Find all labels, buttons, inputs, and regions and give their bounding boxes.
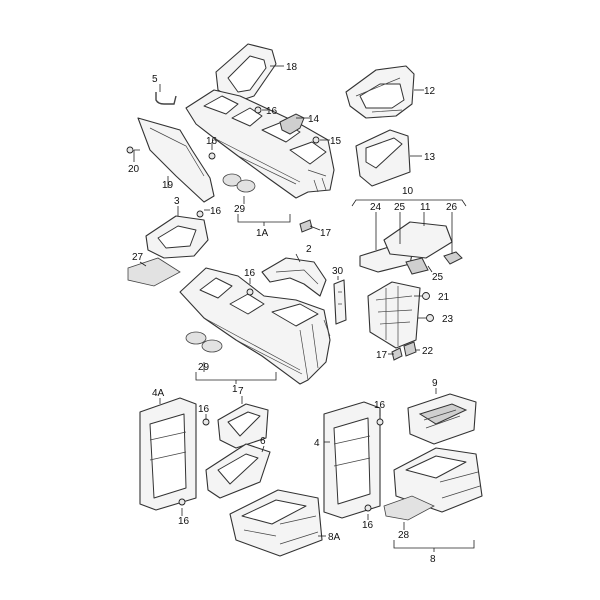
part-28-mat [383,495,435,521]
part-23-screw [418,314,434,322]
callout-labels: 18 5 16 14 16 15 20 19 29 1A 17 12 13 10… [128,62,458,565]
part-6-bin [205,443,271,499]
callout-16: 16 [244,268,256,279]
callout-3: 3 [174,196,180,207]
armrest-support-frame [367,281,421,349]
part-26-pad [443,251,463,265]
part-5-clip [155,92,177,105]
part-19-side-panel [137,117,215,203]
callout-20: 20 [128,164,140,175]
callout-5: 5 [152,74,158,85]
callout-16: 16 [374,400,386,411]
leader-lines [133,65,475,552]
callout-2: 2 [306,244,312,255]
callout-16: 16 [210,206,222,217]
part-12-storage-unit [345,65,415,119]
callout-16: 16 [206,136,218,147]
callout-11: 11 [420,202,431,213]
part-29a-cup-mat [222,173,256,193]
part-10-bracket-line [351,199,467,207]
part-8-drawer [393,447,483,513]
callout-29: 29 [198,362,210,373]
part-13-tray [355,129,411,187]
callout-8: 8 [430,554,436,565]
callout-22: 22 [422,346,434,357]
callout-10: 10 [402,186,414,197]
callout-16: 16 [198,404,210,415]
part-17a-clip [299,219,313,233]
part-1a-center-console-front [185,89,335,199]
part-17b-clip [391,347,403,361]
callout-19: 19 [162,180,174,191]
callout-21: 21 [438,292,450,303]
callout-25: 25 [394,202,406,213]
callout-27: 27 [132,252,144,263]
part-22-clip [403,341,417,357]
part-9-air-vent [407,393,477,445]
screw-16-icons [126,106,384,512]
callout-29: 29 [234,204,246,215]
callout-7: 7 [238,386,244,397]
callout-23: 23 [442,314,454,325]
callout-25: 25 [432,272,444,283]
callout-24: 24 [370,202,382,213]
callout-30: 30 [332,266,344,277]
part-1-center-console [179,267,331,385]
part-2-cover [261,257,327,297]
callout-17: 17 [376,350,388,361]
part-30-bracket [333,279,347,325]
callout-17: 17 [320,228,332,239]
callout-16: 16 [178,516,190,527]
callout-18: 18 [286,62,298,73]
part-21-screw [414,292,430,300]
callout-6: 6 [260,436,266,447]
callout-26: 26 [446,202,458,213]
callout-28: 28 [398,530,410,541]
callout-8a: 8A [328,532,341,543]
callout-1a: 1A [256,228,269,239]
part-3-storage-box [145,215,209,259]
callout-15: 15 [330,136,342,147]
part-11-armrest-lid [383,221,453,259]
part-25-hinge [405,257,429,275]
callout-9: 9 [432,378,438,389]
callout-4a: 4A [152,388,165,399]
part-4a-rear-panel [139,397,197,511]
callout-16: 16 [266,106,278,117]
part-29b-cup-mat [185,331,223,353]
callout-13: 13 [424,152,436,163]
part-4-rear-panel [323,401,381,519]
part-8a-drawer [229,489,323,557]
part-14-bracket [279,113,305,135]
callout-16: 16 [362,520,374,531]
part-7-tray [217,403,269,449]
callout-4: 4 [314,438,320,449]
callout-14: 14 [308,114,320,125]
callout-12: 12 [424,86,436,97]
callout-1: 1 [232,384,238,395]
part-27-mat [127,257,181,287]
